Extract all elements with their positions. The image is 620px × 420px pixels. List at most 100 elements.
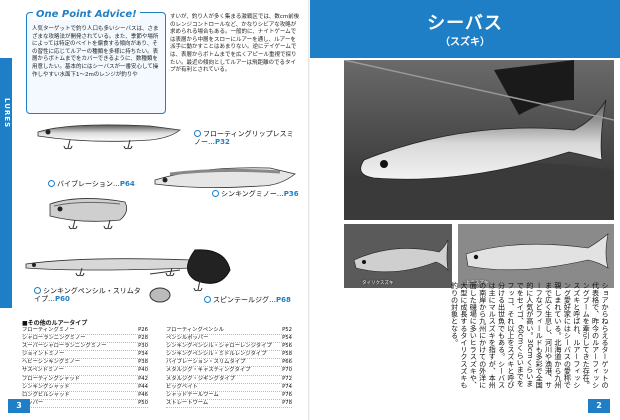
list-item-name: ヘビーシンキングミノー — [22, 359, 81, 366]
bullet-icon — [204, 296, 211, 303]
lure-label-lipless-minnow: フローティングリップレスミノー…P32 — [194, 130, 294, 146]
list-item-name: フローティングシャッド — [22, 375, 80, 382]
list-item-page: P40 — [138, 367, 148, 374]
list-item: ロングビルシャッド P46 — [22, 392, 148, 400]
list-item-page: P58 — [282, 351, 292, 358]
list-item-page: P78 — [282, 399, 292, 406]
list-item-name: バイブレーション・スリムタイプ — [166, 359, 246, 366]
list-item-name: メタルジグ・ジギングタイプ — [166, 375, 235, 382]
list-item: フローティングミノー P26 — [22, 327, 148, 336]
list-item-page: P76 — [282, 391, 292, 398]
list-item-page: P74 — [282, 383, 292, 390]
photo-hira-suzuki — [458, 224, 614, 288]
list-item-name: ストレートワーム — [166, 399, 209, 406]
list-item-page: P42 — [138, 375, 148, 382]
list-item-name: フローティングペンシル — [166, 327, 224, 333]
lure-name: バイブレーション — [57, 180, 113, 188]
list-item-name: メタルジグ・キャスティングタイプ — [166, 367, 251, 374]
lure-name: シンキングミノー — [221, 190, 277, 198]
list-item-name: シンキングペンシル・ミドルレンジタイプ — [166, 351, 267, 358]
list-item: シャッドテールワーム P76 — [166, 392, 292, 400]
main-photo-seabass — [344, 60, 614, 220]
list-item: ストレートワーム P78 — [166, 400, 292, 408]
spin-tail-jig-image — [149, 249, 231, 303]
lure-page-ref: P64 — [119, 180, 135, 188]
intro-text: すいが、釣り人が多く集まる激戦区では、数cm前後のレンジコントロールなど、かなり… — [170, 14, 300, 74]
lure-label-spin-tail-jig: スピンテールジグ…P68 — [204, 296, 304, 304]
lure-label-sinking-minnow: シンキングミノー…P36 — [212, 190, 302, 198]
list-item-page: P30 — [138, 343, 148, 350]
left-page: LURES One Point Advice! 人気ターゲットで釣り人口も多いシ… — [0, 9, 304, 413]
lure-label-sinking-pencil: シンキングペンシル・スリムタイプ…P60 — [34, 287, 141, 303]
list-item-name: ポッパー — [22, 399, 44, 406]
list-item-name: シンキングシャッド — [22, 383, 70, 390]
lure-name: シンキングペンシル・スリムタイプ — [34, 287, 141, 303]
list-item: バイブレーション・スリムタイプ P66 — [166, 359, 292, 368]
sinking-minnow-image — [154, 167, 296, 188]
list-item-name: シンキングペンシル・シャローレンジタイプ — [166, 343, 272, 350]
list-item-page: P28 — [138, 335, 148, 342]
bullet-icon — [48, 180, 55, 187]
list-item-page: P26 — [138, 327, 148, 333]
side-tab: LURES — [0, 58, 12, 308]
list-item: ポッパー P50 — [22, 400, 148, 408]
advice-title: One Point Advice! — [33, 9, 140, 20]
lure-page-ref: P32 — [215, 138, 230, 146]
body-text-vertical: ショアからねらえるターゲットの代表格で、昨今のルアーフィッシングブームを牽引して… — [450, 282, 611, 389]
list-item-name: サスペンドミノー — [22, 367, 64, 374]
caption-tairiku-suzuki: タイリクスズキ — [362, 281, 394, 286]
page-number-left: 3 — [8, 399, 30, 413]
other-lures-heading: ■その他のルアータイプ — [22, 320, 88, 327]
list-item: ペンシルポッパー P54 — [166, 335, 292, 344]
list-item-page: P50 — [138, 399, 148, 406]
list-item: シンキングシャッド P44 — [22, 384, 148, 392]
one-point-advice-box — [26, 12, 166, 114]
list-item: シンキングペンシル・シャローレンジタイプ P56 — [166, 343, 292, 352]
list-item-name: ロングビルシャッド — [22, 391, 70, 398]
list-item-page: P66 — [282, 359, 292, 366]
list-item-name: シャローランニングミノー — [22, 335, 86, 342]
list-item: サスペンドミノー P40 — [22, 367, 148, 376]
sinking-pencil-image — [25, 258, 199, 277]
lure-name: スピンテールジグ — [213, 296, 269, 304]
bullet-icon — [212, 190, 219, 197]
lure-page-ref: P36 — [283, 190, 299, 198]
lipless-minnow-image — [37, 124, 181, 150]
photo-tairiku-suzuki — [344, 224, 452, 288]
list-item-name: シャッドテールワーム — [166, 391, 219, 398]
list-item-page: P46 — [138, 391, 148, 398]
list-item: スーパーシャローランニングミノー P30 — [22, 343, 148, 352]
list-item: ビッグベイト P74 — [166, 384, 292, 392]
list-item-page: P38 — [138, 359, 148, 366]
vibration-lure-image — [49, 198, 128, 230]
list-item: シンキングペンシル・ミドルレンジタイプ P58 — [166, 351, 292, 360]
list-item-page: P52 — [282, 327, 292, 333]
lure-page-ref: P68 — [276, 296, 291, 304]
list-item-page: P56 — [282, 343, 292, 350]
list-item-page: P34 — [138, 351, 148, 358]
list-item: シャローランニングミノー P28 — [22, 335, 148, 344]
list-item-name: フローティングミノー — [22, 327, 75, 333]
list-item: ヘビーシンキングミノー P38 — [22, 359, 148, 368]
advice-text: 人気ターゲットで釣り人口も多いシーバスは、さまざまな攻略法が開発されている。また… — [32, 26, 159, 78]
page-title: シーバス — [427, 13, 503, 34]
lure-label-vibration: バイブレーション…P64 — [48, 180, 168, 188]
list-item: フローティングシャッド P42 — [22, 376, 148, 384]
page-subtitle: （スズキ） — [440, 37, 490, 48]
bullet-icon — [194, 130, 201, 137]
list-item-page: P54 — [282, 335, 292, 342]
list-item-name: ジョイントミノー — [22, 351, 65, 358]
list-item-name: ペンシルポッパー — [166, 335, 209, 342]
title-band — [310, 0, 620, 58]
bullet-icon — [34, 287, 41, 294]
list-item-page: P70 — [282, 367, 292, 374]
list-item: フローティングペンシル P52 — [166, 327, 292, 336]
list-item-name: ビッグベイト — [166, 383, 198, 390]
list-item-page: P44 — [138, 383, 148, 390]
list-item-name: スーパーシャローランニングミノー — [22, 343, 107, 350]
side-tab-label: LURES — [3, 98, 11, 129]
page-number-right: 2 — [588, 399, 610, 413]
